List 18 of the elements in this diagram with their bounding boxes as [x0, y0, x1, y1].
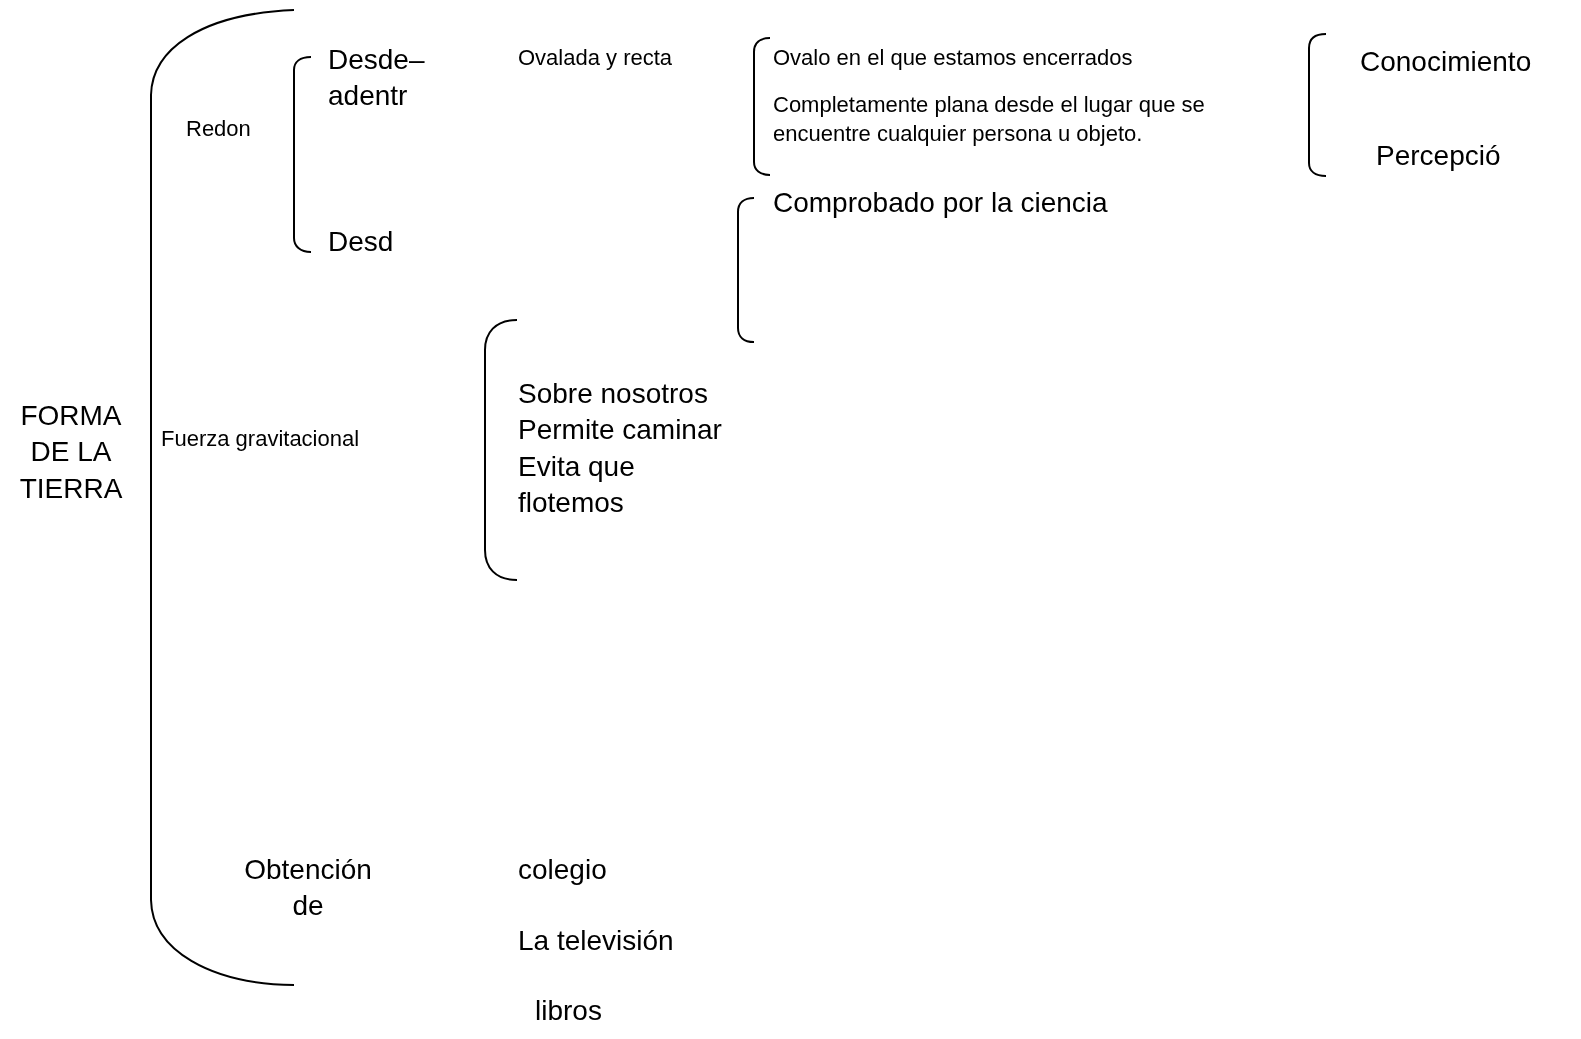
label-text: Percepció	[1376, 139, 1501, 173]
label-text: Sobre nosotros	[518, 377, 708, 411]
label-text: Evita que flotemos	[518, 450, 636, 521]
label-text: Completamente plana desde el lugar que se encuentre cualquier persona u objeto.	[773, 91, 1206, 148]
label-text: colegio	[518, 853, 607, 887]
label-text: Desd	[328, 225, 394, 259]
label-text: libros	[535, 994, 602, 1028]
label-text: Desde– adentr	[328, 43, 426, 114]
label-text: La televisión	[518, 924, 674, 958]
label-text: Comprobado por la ciencia	[773, 186, 1108, 220]
label-text: Obtención de	[243, 853, 373, 924]
label-text: FORMA DE LA TIERRA	[18, 399, 124, 506]
label-text: Ovalada y recta	[518, 44, 673, 72]
label-text: Fuerza gravitacional	[161, 425, 360, 453]
label-text: Ovalo en el que estamos encerrados	[773, 44, 1133, 72]
label-text: Redon	[186, 115, 251, 143]
label-text: Conocimiento	[1360, 45, 1532, 79]
label-text: Permite caminar	[518, 413, 722, 447]
